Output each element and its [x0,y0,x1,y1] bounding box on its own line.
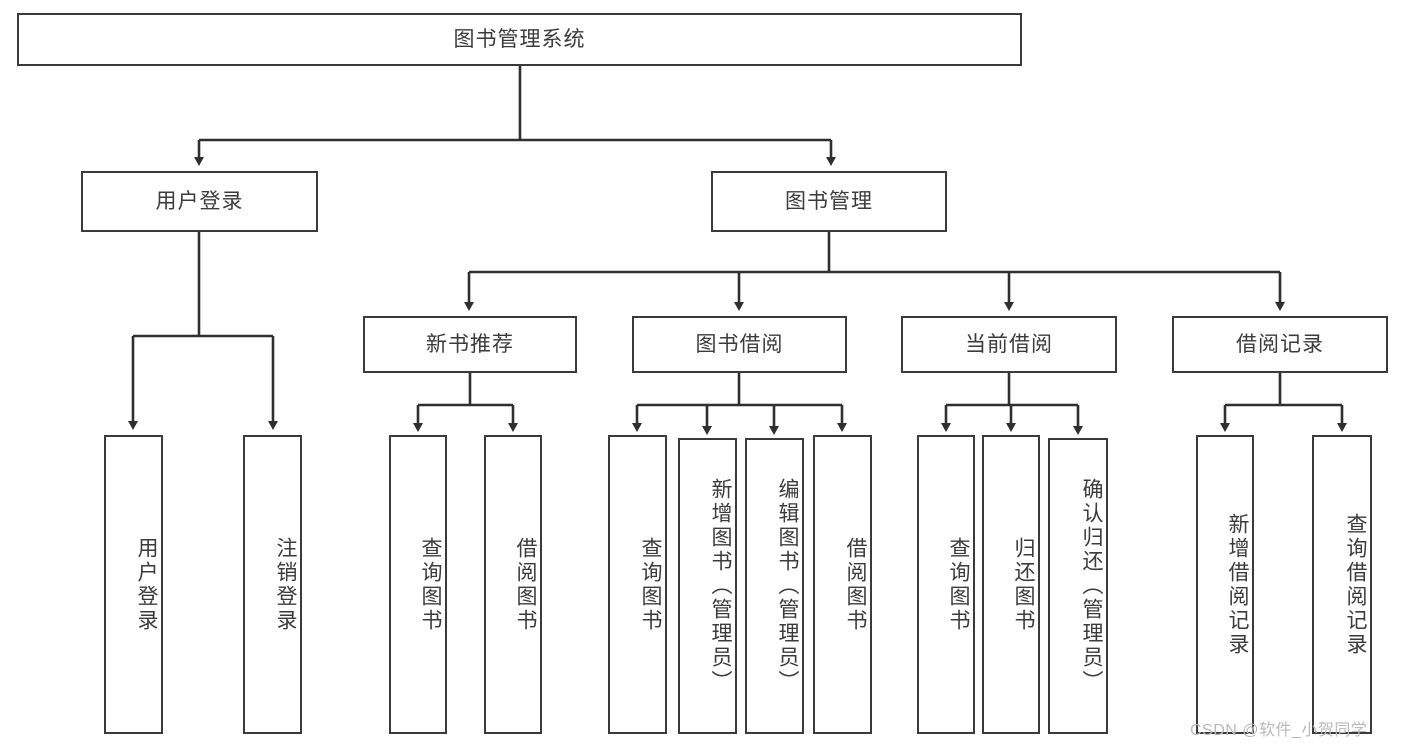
leaf-query-book-current[interactable]: 查询图书 [917,435,975,734]
leaf-query-book-new[interactable]: 查询图书 [389,435,447,734]
node-current-borrow[interactable]: 当前借阅 [901,316,1117,373]
leaf-return-book-label: 归还图书 [1012,536,1035,633]
leaf-query-borrow-record[interactable]: 查询借阅记录 [1312,435,1372,734]
leaf-return-book[interactable]: 归还图书 [982,435,1040,734]
node-root[interactable]: 图书管理系统 [17,13,1022,66]
node-borrow-records[interactable]: 借阅记录 [1172,316,1388,373]
leaf-user-logout-label: 注销登录 [274,536,297,633]
node-book-borrow-label: 图书借阅 [695,332,784,356]
leaf-query-book-new-label: 查询图书 [419,536,442,633]
leaf-confirm-return-admin-label: 确认归还（管理员） [1080,478,1103,694]
node-user-login[interactable]: 用户登录 [81,171,318,232]
leaf-borrow-book-new[interactable]: 借阅图书 [484,435,542,734]
leaf-add-book-admin-label: 新增图书（管理员） [709,478,732,694]
node-current-borrow-label: 当前借阅 [965,332,1053,356]
watermark-text: CSDN @软件_小贺同学 [1190,722,1368,739]
leaf-edit-book-admin-label: 编辑图书（管理员） [776,478,799,694]
node-book-management[interactable]: 图书管理 [711,171,947,232]
leaf-add-book-admin[interactable]: 新增图书（管理员） [678,438,737,734]
leaf-borrow-book-borrow-label: 借阅图书 [844,536,867,633]
node-new-book-recommend[interactable]: 新书推荐 [363,316,577,373]
node-book-management-label: 图书管理 [785,189,873,213]
node-book-borrow[interactable]: 图书借阅 [632,316,847,373]
leaf-confirm-return-admin[interactable]: 确认归还（管理员） [1048,438,1108,734]
node-new-book-recommend-label: 新书推荐 [426,332,514,356]
node-borrow-records-label: 借阅记录 [1236,332,1324,356]
leaf-add-borrow-record-label: 新增借阅记录 [1226,512,1249,657]
node-root-label: 图书管理系统 [453,27,586,51]
leaf-query-book-borrow[interactable]: 查询图书 [608,435,667,734]
leaf-user-login[interactable]: 用户登录 [104,435,163,734]
leaf-add-borrow-record[interactable]: 新增借阅记录 [1196,435,1254,734]
leaf-edit-book-admin[interactable]: 编辑图书（管理员） [745,438,804,734]
leaf-user-logout[interactable]: 注销登录 [243,435,302,734]
node-user-login-label: 用户登录 [155,189,244,213]
leaf-borrow-book-new-label: 借阅图书 [514,536,537,633]
leaf-borrow-book-borrow[interactable]: 借阅图书 [813,435,872,734]
leaf-query-book-current-label: 查询图书 [947,536,970,633]
leaf-query-book-borrow-label: 查询图书 [639,536,662,633]
leaf-user-login-label: 用户登录 [135,536,158,633]
leaf-query-borrow-record-label: 查询借阅记录 [1344,512,1367,657]
